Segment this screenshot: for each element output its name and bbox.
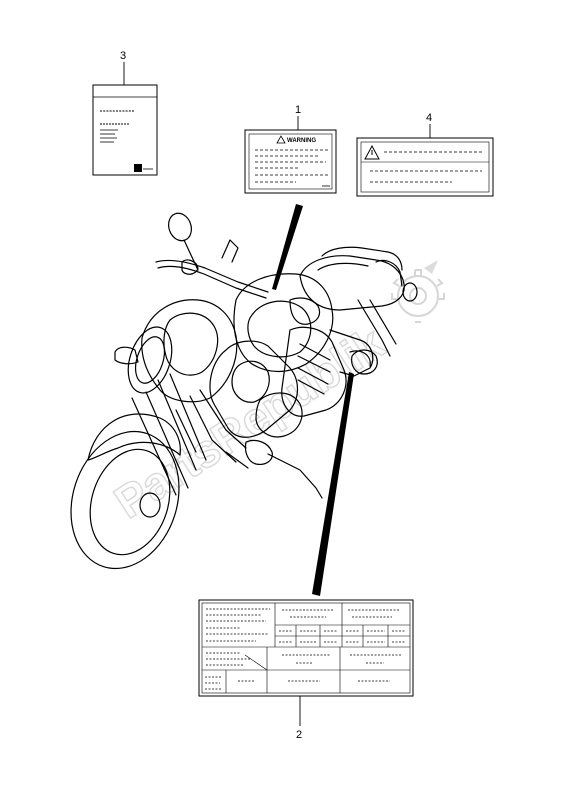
information-label <box>198 599 414 697</box>
pointer-arrow-warning <box>272 204 303 290</box>
pointer-arrow-info <box>312 372 354 596</box>
callout-number-3: 3 <box>120 50 126 62</box>
watermark: PartsRepublik <box>104 260 445 529</box>
watermark-gear-icon <box>391 260 445 323</box>
manual-logo-icon <box>134 164 142 172</box>
leader-lines <box>123 62 431 726</box>
warning-label: WARNING <box>244 129 337 194</box>
watermark-text: PartsRepublik <box>105 316 393 528</box>
warning-heading: WARNING <box>287 138 316 144</box>
warning-triangle-icon <box>276 135 286 144</box>
manual-booklet <box>92 84 158 176</box>
caution-label <box>356 137 494 197</box>
callout-number-1: 1 <box>295 104 301 116</box>
callout-number-2: 2 <box>296 729 302 741</box>
callout-numbers: 3 1 4 2 <box>120 50 432 741</box>
motorcycle-drawing <box>70 212 418 570</box>
callout-number-4: 4 <box>426 112 432 124</box>
